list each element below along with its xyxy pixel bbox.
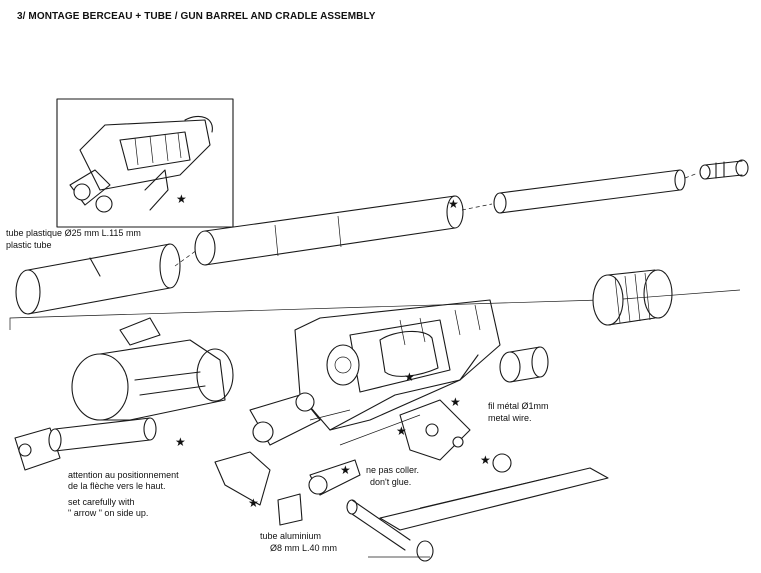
star-marker: ★ <box>176 192 187 206</box>
metal-wire-label: fil métal Ø1mm <box>488 401 549 412</box>
barrel-sleeve <box>592 269 673 326</box>
barrel-thin-section <box>493 169 686 214</box>
wire-label-fr: fil métal <box>488 401 520 411</box>
no-glue-label-fr: ne pas coller. <box>366 465 420 475</box>
aluminium-dimension: 8 mm L.40 mm <box>277 543 338 553</box>
metal-wire-label-en: metal wire. <box>488 413 532 423</box>
bracket-piece <box>214 451 303 526</box>
star-marker: ★ <box>175 435 186 449</box>
plastic-tube <box>15 243 181 315</box>
barrel-middle-section <box>194 195 464 266</box>
tube-dimension: 25 mm L.115 mm <box>71 228 141 238</box>
star-marker: ★ <box>248 496 259 510</box>
arrow-note-en-2: " arrow " on side up. <box>68 508 149 518</box>
aluminium-tube-label-fr: tube aluminium <box>260 531 322 541</box>
sight-mount <box>399 399 512 473</box>
star-marker: ★ <box>340 463 351 477</box>
tube-label-fr: tube plastique <box>6 228 63 238</box>
star-marker: ★ <box>396 424 407 438</box>
rail-plate <box>379 467 609 531</box>
star-marker: ★ <box>480 453 491 467</box>
plastic-tube-label-en: plastic tube <box>6 240 52 250</box>
breech-ring <box>14 417 157 471</box>
diameter-symbol: Ø <box>64 228 72 238</box>
breech-block <box>71 317 234 421</box>
arrow-note-fr-2: de la flèche vers le haut. <box>68 481 166 491</box>
star-marker: ★ <box>448 197 459 211</box>
aluminium-tube-dimension: Ø8 mm L.40 mm <box>270 543 337 554</box>
arrow-note-fr-1: attention au positionnement <box>68 470 179 480</box>
star-marker: ★ <box>450 395 461 409</box>
cradle-body <box>294 299 501 446</box>
diameter-symbol: Ø <box>270 543 278 553</box>
aluminium-tube <box>346 499 434 562</box>
inset-detail-box <box>56 98 234 228</box>
muzzle-piece <box>699 159 749 180</box>
trunnion-arms <box>249 392 361 496</box>
plastic-tube-label: tube plastique Ø25 mm L.115 mm <box>6 228 141 239</box>
no-glue-label-en: don't glue. <box>370 477 412 487</box>
collar-ring <box>499 346 549 383</box>
page-title: 3/ MONTAGE BERCEAU + TUBE / GUN BARREL A… <box>17 11 376 22</box>
diameter-symbol: Ø <box>521 401 529 411</box>
arrow-note-en-1: set carefully with <box>68 497 135 507</box>
star-marker: ★ <box>404 370 415 384</box>
wire-dimension: 1mm <box>528 401 549 411</box>
